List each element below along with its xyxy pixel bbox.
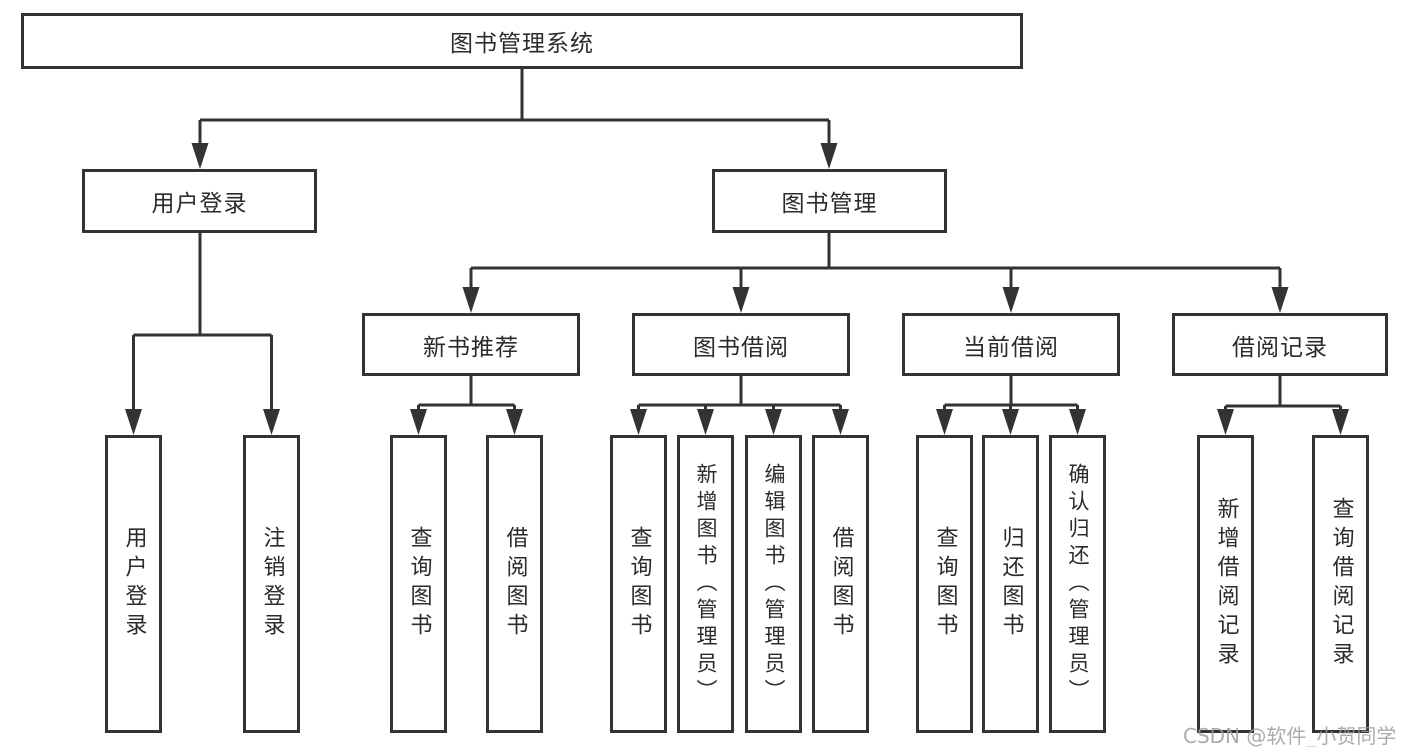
node-book-management: 图书管理: [712, 169, 947, 233]
leaf-confirm-return-admin: 确认归还（管理员）: [1049, 435, 1106, 733]
node-borrow-records: 借阅记录: [1172, 313, 1388, 376]
leaf-borrowing-borrow-books-label: 借阅图书: [828, 526, 854, 642]
leaf-current-query-books: 查询图书: [916, 435, 973, 733]
csdn-watermark: CSDN @软件_小贺同学: [1183, 724, 1397, 747]
leaf-edit-books-admin: 编辑图书（管理员）: [745, 435, 802, 733]
leaf-confirm-return-admin-label: 确认归还（管理员）: [1066, 462, 1090, 706]
node-current-borrowing: 当前借阅: [902, 313, 1120, 376]
leaf-recommend-query-books-label: 查询图书: [406, 526, 432, 642]
leaf-add-books-admin: 新增图书（管理员）: [677, 435, 734, 733]
leaf-recommend-borrow-books: 借阅图书: [486, 435, 543, 733]
leaf-borrowing-query-books-label: 查询图书: [626, 526, 652, 642]
leaf-recommend-query-books: 查询图书: [390, 435, 447, 733]
leaf-user-login-label: 用户登录: [121, 526, 147, 642]
node-book-borrowing-label: 图书借阅: [693, 334, 789, 361]
leaf-query-borrow-record-label: 查询借阅记录: [1328, 497, 1354, 671]
leaf-query-borrow-record: 查询借阅记录: [1312, 435, 1369, 733]
leaf-user-login: 用户登录: [105, 435, 162, 733]
leaf-logout: 注销登录: [243, 435, 300, 733]
node-user-login-label: 用户登录: [151, 191, 248, 217]
leaf-edit-books-admin-label: 编辑图书（管理员）: [762, 462, 786, 706]
node-book-management-label: 图书管理: [781, 191, 878, 217]
leaf-logout-label: 注销登录: [259, 526, 285, 642]
node-new-book-recommend-label: 新书推荐: [423, 334, 519, 361]
leaf-add-borrow-record: 新增借阅记录: [1197, 435, 1254, 733]
leaf-return-books: 归还图书: [982, 435, 1039, 733]
leaf-recommend-borrow-books-label: 借阅图书: [502, 526, 528, 642]
node-book-borrowing: 图书借阅: [632, 313, 850, 376]
node-new-book-recommend: 新书推荐: [362, 313, 580, 376]
leaf-current-query-books-label: 查询图书: [932, 526, 958, 642]
node-borrow-records-label: 借阅记录: [1232, 334, 1328, 361]
leaf-add-borrow-record-label: 新增借阅记录: [1213, 497, 1239, 671]
node-root: 图书管理系统: [21, 13, 1023, 69]
leaf-return-books-label: 归还图书: [998, 526, 1024, 642]
leaf-add-books-admin-label: 新增图书（管理员）: [694, 462, 718, 706]
leaf-borrowing-borrow-books: 借阅图书: [812, 435, 869, 733]
node-user-login: 用户登录: [82, 169, 317, 233]
node-root-label: 图书管理系统: [450, 31, 594, 57]
leaf-borrowing-query-books: 查询图书: [610, 435, 667, 733]
node-current-borrowing-label: 当前借阅: [963, 334, 1059, 361]
